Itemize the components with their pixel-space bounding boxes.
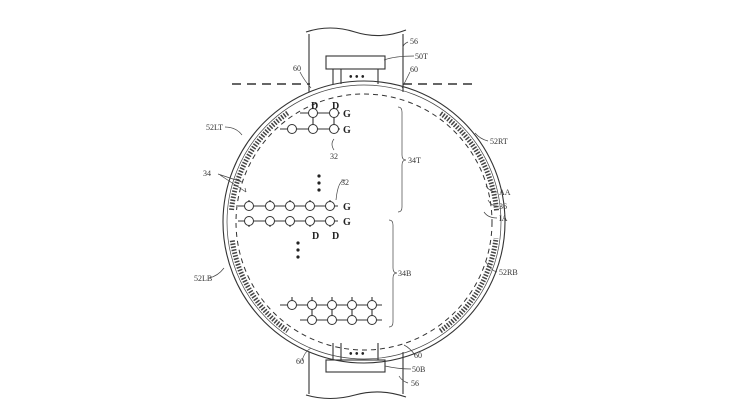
label-34: 34 xyxy=(203,169,211,178)
connector-50T xyxy=(325,55,386,70)
pixel-node xyxy=(347,315,357,325)
label-G4: G xyxy=(343,217,351,228)
label-D1: D xyxy=(311,101,318,112)
dot xyxy=(296,255,300,259)
label-G2: G xyxy=(343,125,351,136)
brace-34T xyxy=(397,106,407,213)
label-52RT: 52RT xyxy=(490,137,508,146)
label-IA: IA xyxy=(499,214,508,223)
border-52RB xyxy=(438,237,499,333)
pixel-node xyxy=(305,216,315,226)
label-D3: D xyxy=(312,231,319,242)
pixel-node xyxy=(327,300,337,310)
leader-lines xyxy=(208,41,498,384)
pixel-node xyxy=(367,300,377,310)
label-50T: 50T xyxy=(415,52,428,61)
label-D2: D xyxy=(332,101,339,112)
pixel-node xyxy=(329,108,339,118)
pixel-node xyxy=(287,124,297,134)
connector-50B xyxy=(325,359,386,373)
label-AA: AA xyxy=(499,188,511,197)
pixel-node xyxy=(329,124,339,134)
ellipsis-bottom: • • • xyxy=(349,349,365,360)
label-G3: G xyxy=(343,202,351,213)
pixel-node xyxy=(265,216,275,226)
active-area-boundary xyxy=(235,93,493,351)
pixel-node xyxy=(285,216,295,226)
pixel-node xyxy=(307,300,317,310)
arrowheads xyxy=(237,178,247,193)
pixel-node xyxy=(244,201,254,211)
pixel-grids xyxy=(238,107,382,325)
pixel-node xyxy=(307,315,317,325)
pixel-node xyxy=(327,315,337,325)
display-inner-edge xyxy=(226,84,502,360)
label-32-top: 32 xyxy=(330,152,338,161)
display-outer-edge xyxy=(222,80,506,364)
ellipsis-top: • • • xyxy=(349,72,365,83)
pixel-node xyxy=(347,300,357,310)
pixel-node xyxy=(308,108,318,118)
pixel-node xyxy=(367,315,377,325)
pixel-node xyxy=(305,201,315,211)
label-52LT: 52LT xyxy=(206,123,223,132)
continuation-dots xyxy=(296,174,321,259)
label-G1: G xyxy=(343,109,351,120)
label-34T: 34T xyxy=(408,156,421,165)
label-60-tl: 60 xyxy=(293,64,301,73)
pixel-node xyxy=(285,201,295,211)
border-52RT xyxy=(438,111,499,211)
label-56-top: 56 xyxy=(410,37,418,46)
label-52RB: 52RB xyxy=(499,268,518,277)
dot xyxy=(296,241,300,245)
band-top-break xyxy=(305,27,407,37)
label-56-bottom: 56 xyxy=(411,379,419,388)
pixel-node xyxy=(265,201,275,211)
band-bottom-break xyxy=(305,391,407,400)
label-60-tr: 60 xyxy=(410,65,418,74)
dot xyxy=(317,181,321,185)
label-36: 36 xyxy=(499,202,507,211)
border-52LT xyxy=(229,111,290,211)
label-50B: 50B xyxy=(412,365,425,374)
dot xyxy=(296,248,300,252)
dot xyxy=(317,188,321,192)
watch-band xyxy=(305,27,407,400)
dot xyxy=(317,174,321,178)
label-60-br: 60 xyxy=(414,351,422,360)
border-52LB xyxy=(229,240,290,333)
band-top-edges xyxy=(308,34,404,92)
label-D4: D xyxy=(332,231,339,242)
band-bottom-edges xyxy=(308,352,404,394)
pixel-node xyxy=(244,216,254,226)
label-32-middle: 32 xyxy=(341,178,349,187)
pixel-node xyxy=(308,124,318,134)
brace-34B xyxy=(388,219,398,328)
label-34B: 34B xyxy=(398,269,411,278)
pixel-node xyxy=(287,300,297,310)
pixel-node xyxy=(325,216,335,226)
pixel-node xyxy=(325,201,335,211)
label-60-bl: 60 xyxy=(296,357,304,366)
label-52LB: 52LB xyxy=(194,274,212,283)
